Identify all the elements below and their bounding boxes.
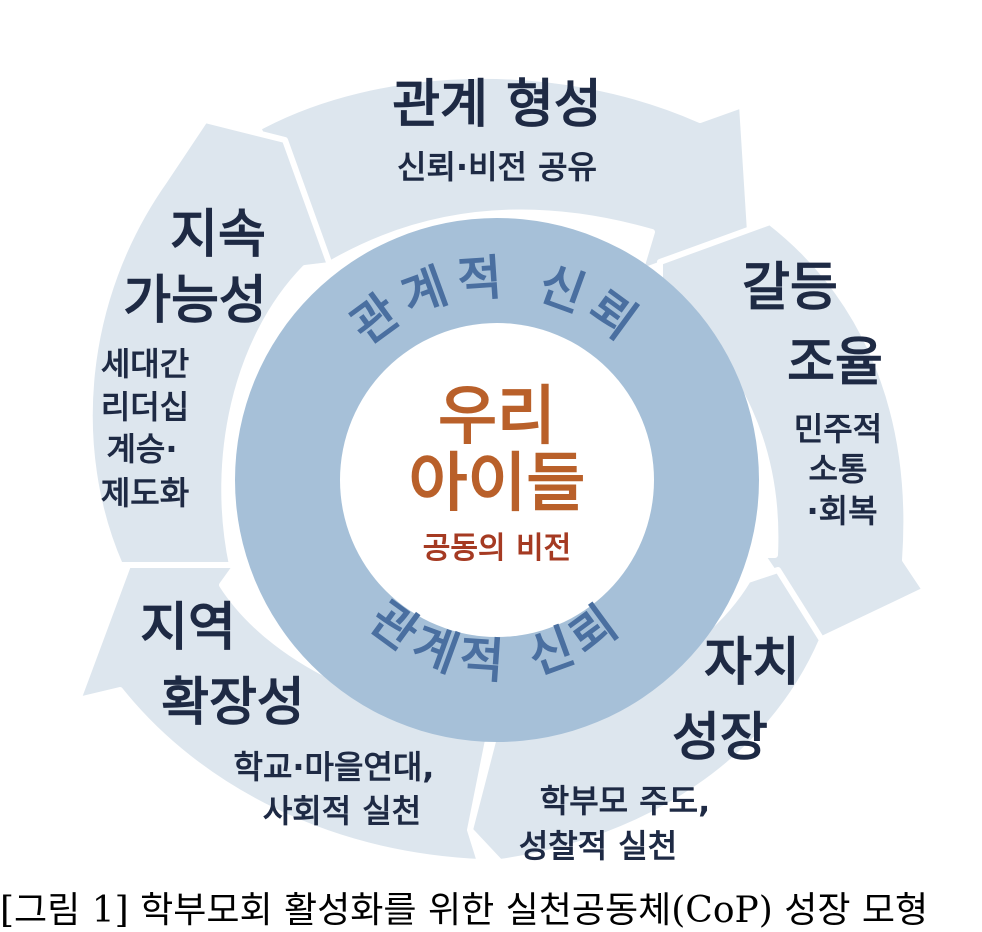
stage-sustain: 지속 가능성 세대간 리더십 계승· 제도화 bbox=[101, 205, 267, 512]
stage-conflict-title-2: 조율 bbox=[787, 333, 883, 393]
stage-relationship-desc: 신뢰·비전 공유 bbox=[397, 148, 597, 186]
stage-sustain-desc-4: 제도화 bbox=[101, 474, 189, 512]
stage-relationship: 관계 형성 신뢰·비전 공유 bbox=[392, 75, 601, 186]
stage-autonomy-title-1: 자치 bbox=[704, 633, 800, 693]
stage-regional: 지역 확장성 학교·마을연대, 사회적 실천 bbox=[140, 598, 434, 830]
stage-regional-title-1: 지역 bbox=[140, 598, 236, 658]
stage-conflict-title-1: 갈등 bbox=[742, 258, 838, 318]
center-title-line2: 아이들 bbox=[409, 447, 586, 521]
cycle-arrows bbox=[75, 72, 928, 865]
stage-autonomy-desc-2: 성찰적 실천 bbox=[519, 827, 677, 865]
arrow-sustain bbox=[86, 117, 333, 568]
stage-sustain-desc-1: 세대간 bbox=[101, 345, 189, 383]
center-title-line1: 우리 bbox=[438, 380, 556, 454]
stage-regional-desc-2: 사회적 실천 bbox=[263, 792, 421, 830]
arrow-relationship bbox=[255, 72, 753, 275]
figure-caption: [그림 1] 학부모회 활성화를 위한 실천공동체(CoP) 성장 모형 bbox=[0, 890, 928, 931]
stage-conflict-desc-2: 소통 bbox=[809, 450, 868, 488]
stage-sustain-title-1: 지속 bbox=[170, 205, 266, 265]
stage-sustain-desc-2: 리더십 bbox=[101, 388, 189, 426]
stage-sustain-desc-3: 계승· bbox=[106, 430, 177, 468]
stage-autonomy: 자치 성장 학부모 주도, 성찰적 실천 bbox=[519, 633, 800, 865]
stage-conflict-desc-1: 민주적 bbox=[794, 410, 882, 448]
center-subtitle: 공동의 비전 bbox=[423, 531, 571, 566]
stage-regional-desc-1: 학교·마을연대, bbox=[234, 748, 435, 786]
stage-autonomy-title-2: 성장 bbox=[672, 708, 768, 768]
stage-conflict: 갈등 조율 민주적 소통 ·회복 bbox=[742, 258, 883, 530]
stage-sustain-title-2: 가능성 bbox=[123, 271, 267, 331]
stage-regional-title-2: 확장성 bbox=[161, 673, 305, 733]
stage-autonomy-desc-1: 학부모 주도, bbox=[540, 782, 711, 820]
stage-relationship-title: 관계 형성 bbox=[392, 75, 601, 135]
stage-conflict-desc-3: ·회복 bbox=[806, 492, 877, 530]
center-circle bbox=[340, 323, 654, 637]
